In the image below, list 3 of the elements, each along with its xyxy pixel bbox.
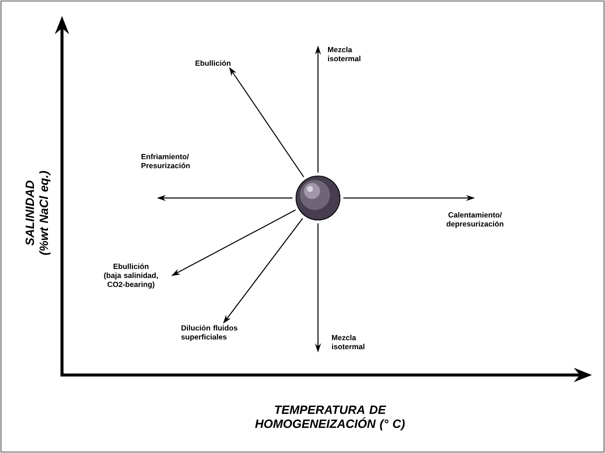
axis-title: SALINIDAD (%wt NaCl eq.) <box>26 171 50 255</box>
axis-title: TEMPERATURA DE HOMOGENEIZACIÓN (° C) <box>255 406 405 430</box>
sphere <box>296 176 340 220</box>
